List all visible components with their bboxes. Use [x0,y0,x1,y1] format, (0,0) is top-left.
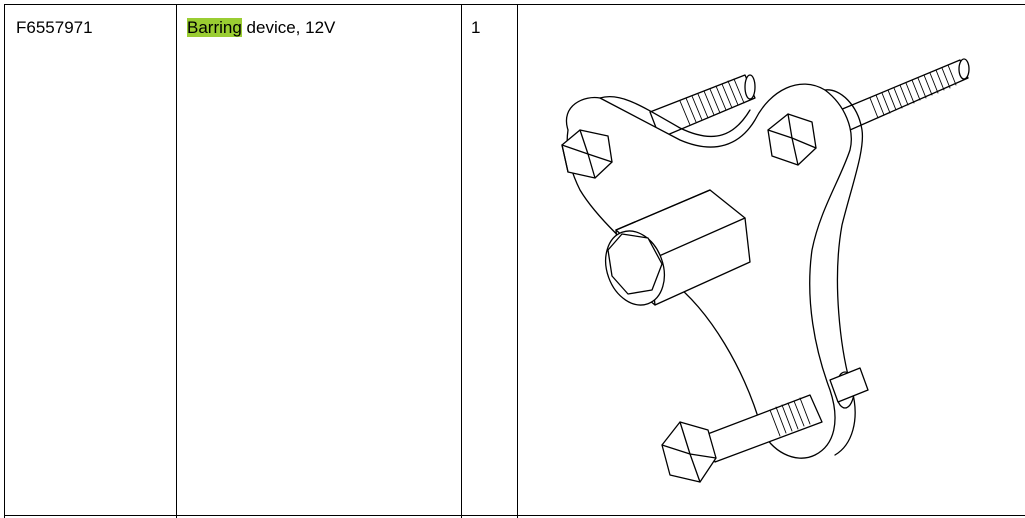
table-left-border [4,4,5,518]
column-divider-2 [461,4,462,518]
upper-right-stud [839,58,970,131]
upper-left-stud [649,74,756,139]
part-number-cell: F6557971 [16,18,93,37]
quantity-cell: 1 [471,18,481,37]
column-divider-1 [176,4,177,518]
description-text: device, 12V [241,18,336,37]
column-divider-3 [517,4,518,518]
center-hex-socket [605,189,751,306]
table-top-border [4,4,1025,5]
search-highlight: Barring [187,18,242,37]
upper-right-nut [767,113,817,166]
upper-left-nut [561,129,613,179]
table-bottom-border [4,515,1025,516]
description-cell: Barring device, 12V [187,17,335,39]
barring-device-drawing-icon [561,58,970,483]
lower-bolt [661,367,869,483]
